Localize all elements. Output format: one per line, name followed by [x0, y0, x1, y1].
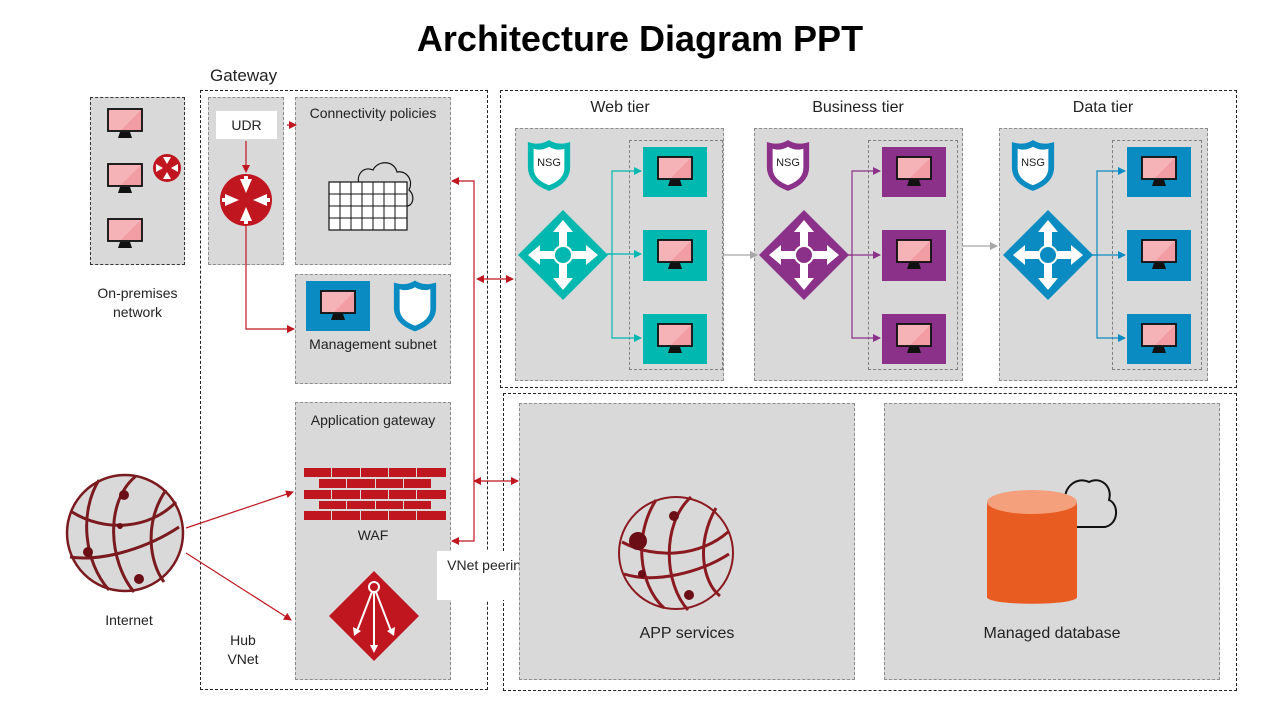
internet-to-app-gateway-arrow [185, 552, 292, 621]
managed-database-panel: Managed database [884, 403, 1220, 680]
router-icon [153, 154, 181, 182]
managed-database-icon [987, 479, 1117, 604]
application-gateway-label: Application gateway [310, 412, 436, 428]
tier-title-web: Web tier [590, 99, 650, 116]
on-premises-network-box [90, 97, 185, 265]
hub-vnet-label: Hub VNet [227, 632, 259, 667]
nsg-label: NSG [1021, 157, 1045, 169]
gateway-label: Gateway [210, 66, 278, 85]
cloud-firewall-icon [328, 162, 414, 231]
connectivity-policies-label: Connectivity policies [309, 105, 437, 121]
application-gateway-panel: Application gateway WAF [295, 402, 451, 680]
waf-label: WAF [357, 527, 389, 543]
data-tier-panel: NSG [999, 128, 1208, 381]
tier-title-data: Data tier [1072, 99, 1134, 116]
connector-arrow [1092, 167, 1126, 256]
peering-bus-line [452, 180, 475, 542]
spoke-vnet-tiers-boundary [500, 90, 1237, 388]
internet-to-waf-arrow [185, 490, 294, 529]
spoke-vnet-services-boundary [503, 393, 1237, 691]
router-icon [220, 174, 272, 226]
tier-title-business: Business tier [812, 99, 904, 116]
web-vm-2[interactable] [643, 230, 707, 281]
web-vm-3[interactable] [643, 314, 707, 364]
nsg-label: NSG [776, 157, 800, 169]
managed-database-label: Managed database [983, 625, 1121, 642]
management-vm[interactable] [306, 281, 370, 331]
internet-label: Internet [105, 612, 153, 628]
app-services-label: APP services [639, 625, 735, 642]
business-lb-fanout [847, 167, 881, 342]
udr-label: UDR [216, 111, 277, 139]
vm-group [629, 140, 723, 370]
business-tier-panel: NSG [754, 128, 963, 381]
page-title: Architecture Diagram PPT [416, 18, 864, 59]
connector-arrow [851, 255, 881, 342]
app-gateway-icon [329, 571, 419, 661]
app-services-globe-icon [618, 495, 734, 612]
internet-globe-icon[interactable] [64, 472, 186, 594]
router-to-management-arrow [245, 226, 295, 333]
on-premises-label: On-premises network [97, 285, 178, 320]
business-vm-1[interactable] [882, 147, 946, 197]
connector-arrow [847, 167, 881, 256]
management-subnet-label: Management subnet [309, 336, 437, 352]
connector-arrow [607, 167, 642, 255]
waf-brick-icon [304, 468, 446, 520]
data-vm-1[interactable] [1127, 147, 1191, 197]
app-services-panel: APP services [519, 403, 855, 680]
connector-arrow [611, 254, 642, 342]
web-vm-1[interactable] [643, 147, 707, 197]
connector-arrow [1096, 255, 1126, 342]
connectivity-policies-panel: Connectivity policies [295, 97, 451, 265]
web-lb-fanout [607, 167, 642, 342]
nsg-label: NSG [537, 157, 561, 169]
hub-vnet-boundary [200, 90, 488, 690]
business-vm-3[interactable] [882, 314, 946, 364]
data-vm-3[interactable] [1127, 314, 1191, 364]
data-vm-2[interactable] [1127, 230, 1191, 281]
business-vm-2[interactable] [882, 230, 946, 281]
management-subnet-panel: Management subnet [295, 274, 451, 384]
data-lb-fanout [1092, 167, 1126, 342]
